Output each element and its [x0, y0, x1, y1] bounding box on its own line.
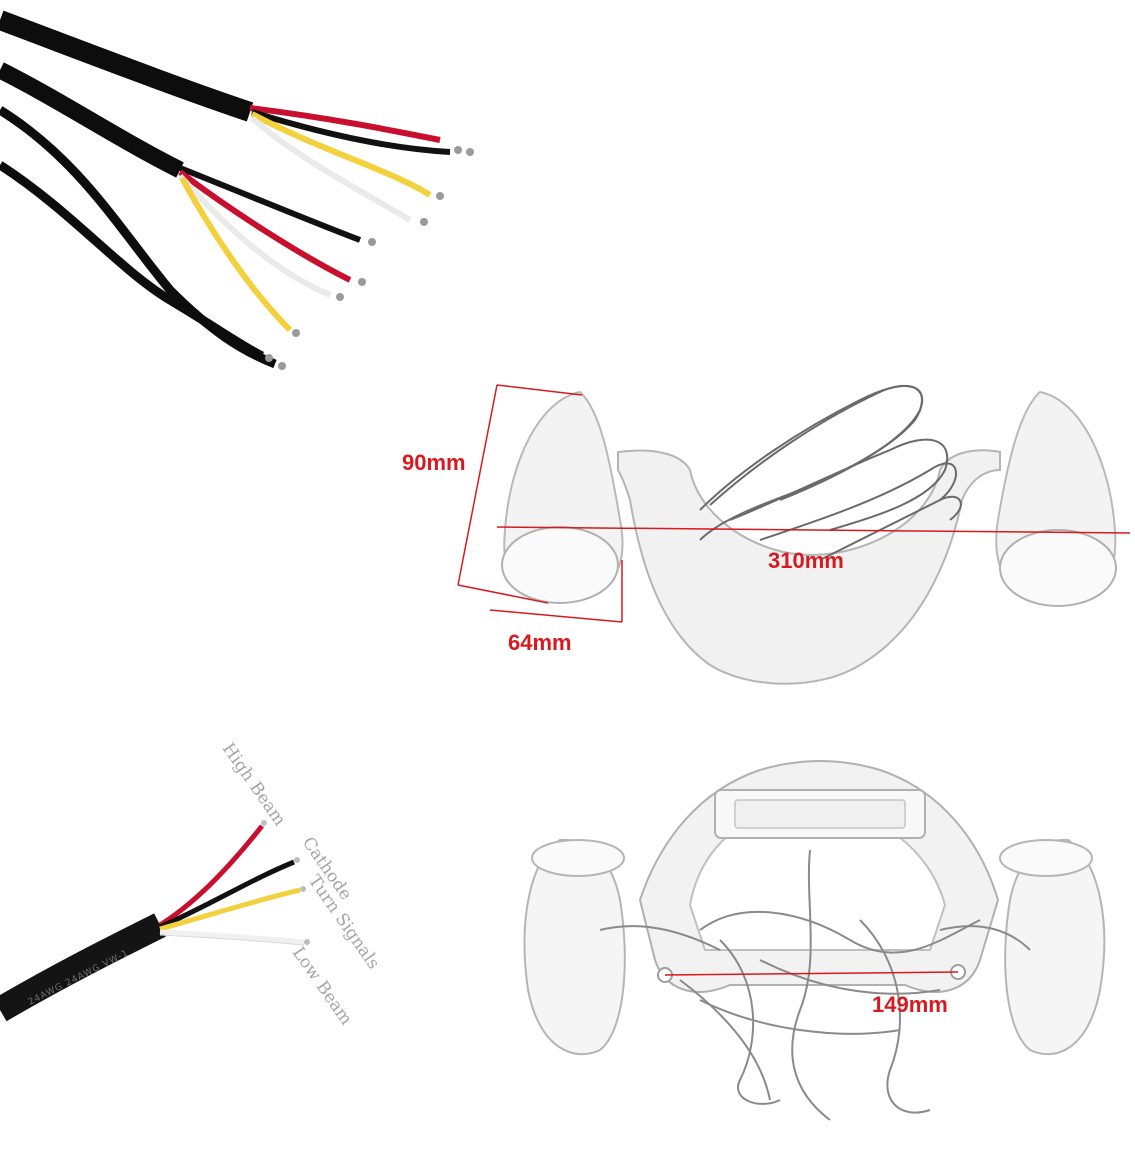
mount-spacing-label: 149mm	[872, 992, 948, 1017]
wire-diagram: 24AWG 24AWG VW-1 High Beam Cathode Turn …	[0, 739, 383, 1029]
width-dimension-label: 310mm	[768, 548, 844, 573]
light-bar-rear-view: 149mm	[523, 760, 1106, 1121]
low-beam-label: Low Beam	[288, 943, 356, 1028]
light-bar-front-view: 90mm 310mm 64mm	[402, 384, 1131, 685]
depth-dimension-label: 64mm	[508, 630, 572, 655]
high-beam-label: High Beam	[218, 739, 290, 829]
cable-bundle-photo	[0, 10, 474, 370]
height-dimension-label: 90mm	[402, 450, 466, 475]
